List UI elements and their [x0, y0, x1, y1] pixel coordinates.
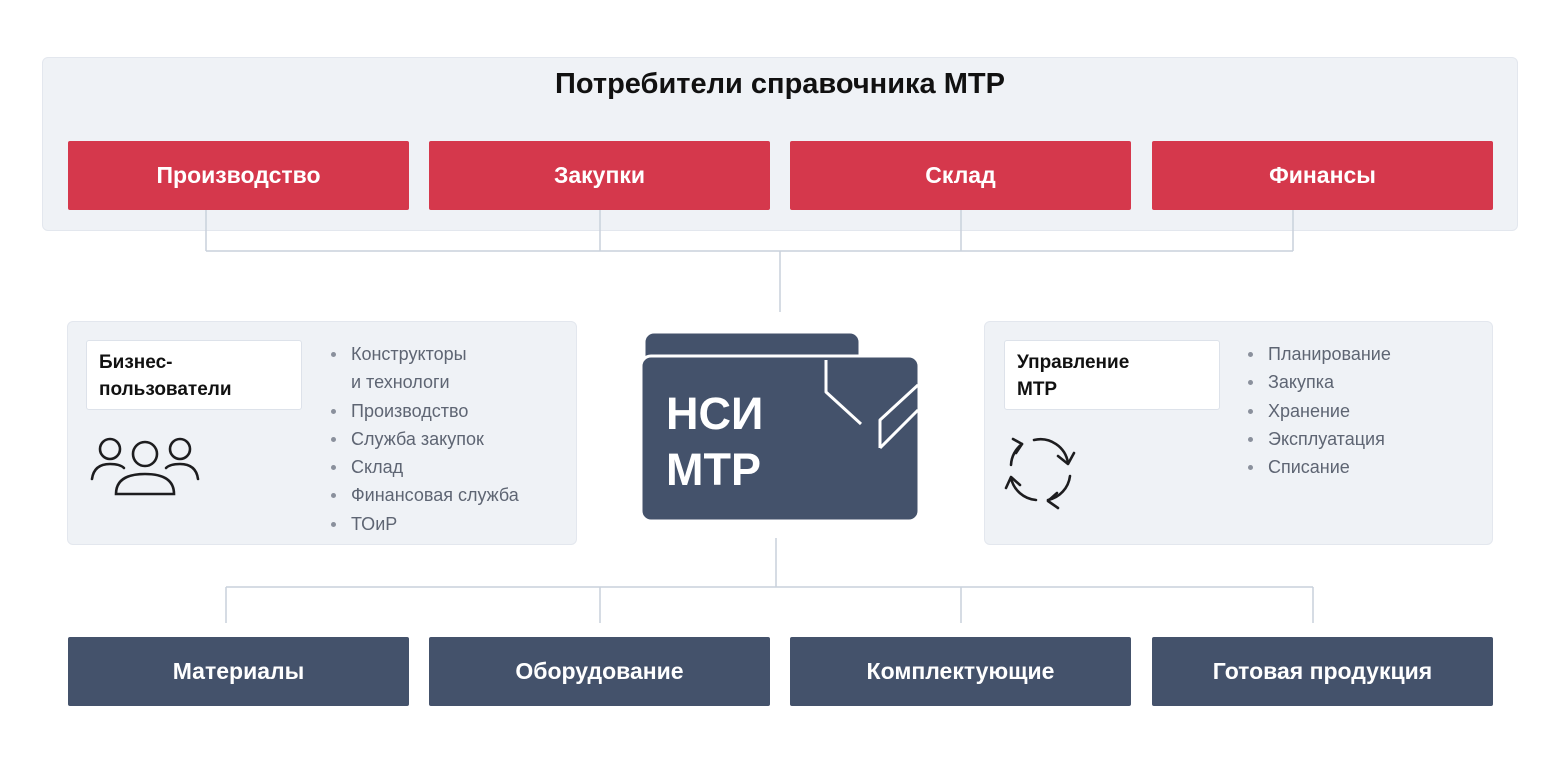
business-users-list: Конструкторы и технологи Производство Сл…: [329, 340, 519, 538]
management-label-line2: МТР: [1017, 379, 1058, 400]
business-users-label-line2: пользователи: [99, 379, 232, 400]
list-item: Закупка: [1246, 368, 1391, 396]
category-finished-products: Готовая продукция: [1152, 637, 1493, 706]
consumer-production: Производство: [68, 141, 409, 210]
list-item: Хранение: [1246, 397, 1391, 425]
list-item: Производство: [329, 397, 519, 425]
consumers-title: Потребители справочника МТР: [555, 68, 1005, 100]
list-item: Финансовая служба: [329, 481, 519, 509]
list-item: Списание: [1246, 453, 1391, 481]
management-label-line1: Управление: [1017, 352, 1130, 373]
management-list: Планирование Закупка Хранение Эксплуатац…: [1246, 340, 1391, 481]
business-users-label: Бизнес- пользователи: [86, 340, 302, 410]
category-components: Комплектующие: [790, 637, 1131, 706]
consumer-warehouse: Склад: [790, 141, 1131, 210]
list-item: Конструкторы и технологи: [329, 340, 519, 397]
category-equipment: Оборудование: [429, 637, 770, 706]
list-item: Эксплуатация: [1246, 425, 1391, 453]
category-materials: Материалы: [68, 637, 409, 706]
nsi-mtr-line1: НСИ: [666, 388, 764, 439]
list-item: Служба закупок: [329, 425, 519, 453]
nsi-mtr-line2: МТР: [666, 444, 761, 495]
list-item: Планирование: [1246, 340, 1391, 368]
management-label: Управление МТР: [1004, 340, 1220, 410]
list-item: Склад: [329, 453, 519, 481]
nsi-mtr-title: НСИ МТР: [666, 386, 763, 498]
consumer-procurement: Закупки: [429, 141, 770, 210]
consumer-finance: Финансы: [1152, 141, 1493, 210]
list-item: ТОиР: [329, 510, 519, 538]
business-users-label-line1: Бизнес-: [99, 352, 173, 373]
